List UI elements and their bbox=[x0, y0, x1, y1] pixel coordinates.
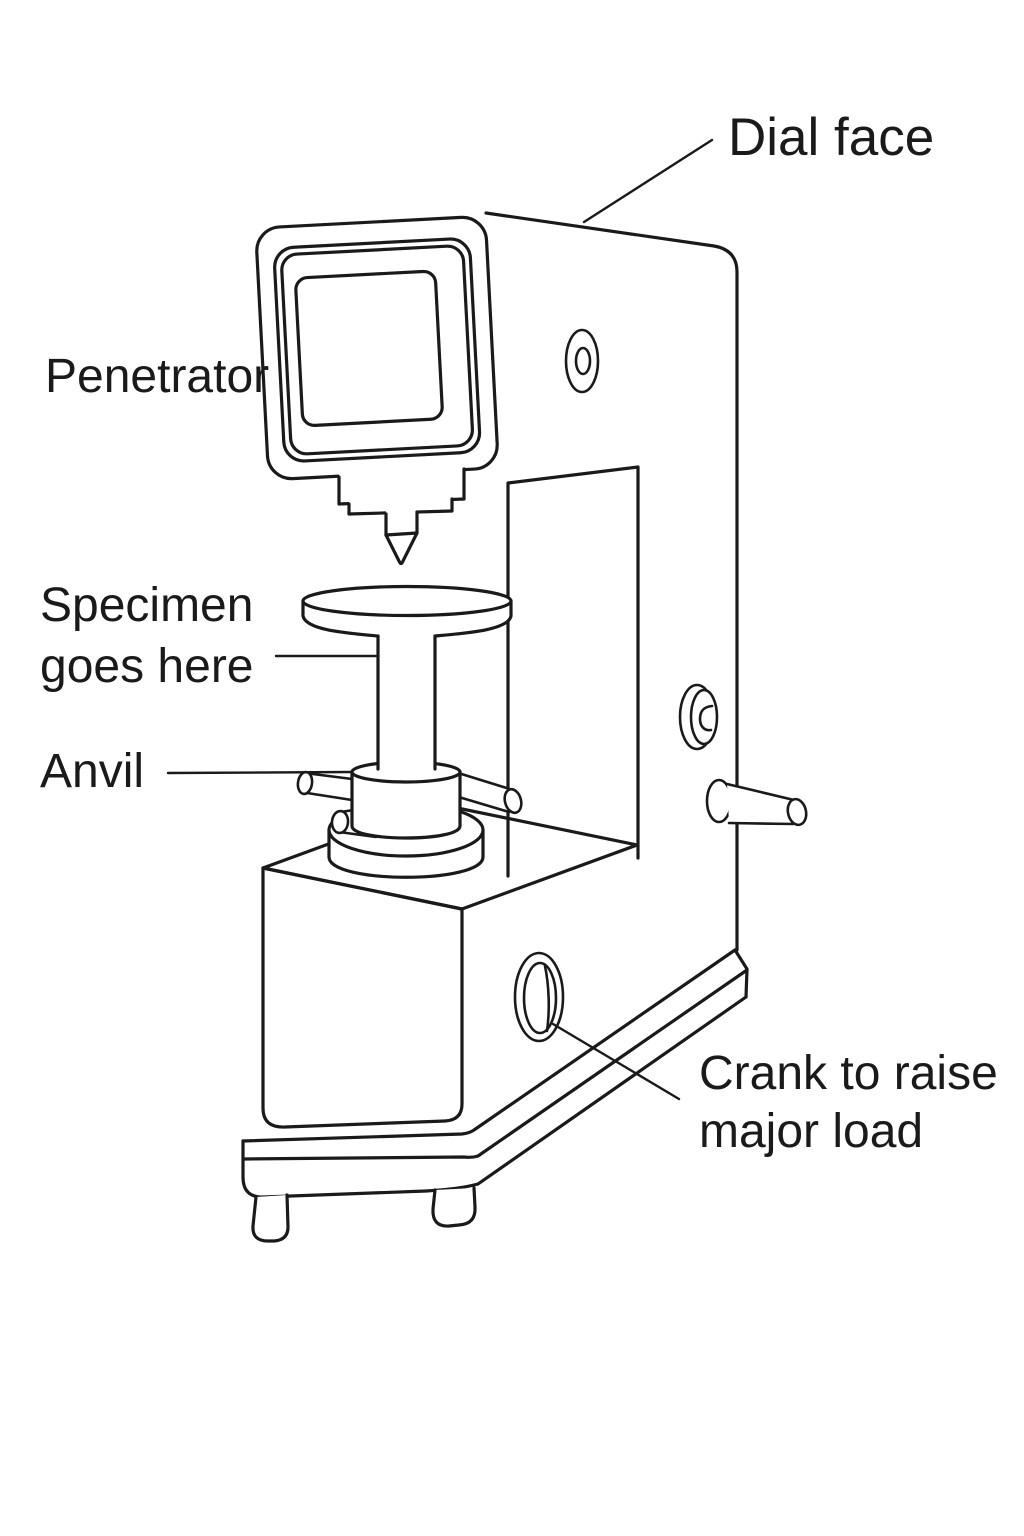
plinth-right-corner bbox=[733, 948, 749, 999]
capstan-hub bbox=[350, 770, 462, 840]
penetrator-tip bbox=[384, 531, 419, 566]
side-knob bbox=[678, 683, 719, 751]
knob-mark-icon bbox=[698, 704, 714, 732]
indicator-port bbox=[564, 328, 600, 394]
column-outline bbox=[506, 465, 640, 878]
specimen-label-line1: Specimen bbox=[40, 579, 253, 632]
dial-window bbox=[294, 269, 444, 427]
foot-front bbox=[431, 1186, 477, 1228]
plinth-bottom-edge bbox=[262, 995, 748, 1199]
anvil-disc-top bbox=[301, 584, 513, 618]
crank-label-line2: major load bbox=[699, 1105, 923, 1158]
leader-line-dial-face bbox=[582, 138, 714, 224]
base-plinth bbox=[243, 950, 747, 1198]
leader-line-anvil bbox=[166, 770, 353, 775]
base-front-left-face bbox=[263, 868, 462, 1128]
penetrator-label: Penetrator bbox=[45, 350, 269, 403]
body-outline bbox=[484, 211, 739, 952]
specimen-label-line2: goes here bbox=[40, 640, 254, 693]
machine-feet bbox=[251, 1186, 477, 1243]
foot-left bbox=[251, 1193, 290, 1243]
machine-body-right-face bbox=[486, 213, 737, 950]
capstan-handle-left bbox=[296, 770, 355, 802]
crank-port bbox=[513, 951, 565, 1043]
plinth-step-upper bbox=[241, 948, 737, 1143]
base-front-right-face bbox=[462, 845, 737, 1134]
base-front-outline bbox=[261, 866, 464, 1129]
dial-face-label: Dial face bbox=[728, 108, 934, 167]
anvil-label: Anvil bbox=[40, 745, 144, 798]
dial-face-housing bbox=[255, 215, 499, 481]
crank-label-line1: Crank to raise bbox=[699, 1047, 998, 1100]
leader-line-crank bbox=[551, 1022, 681, 1101]
specimen-platform bbox=[301, 584, 513, 771]
penetrator-assembly bbox=[337, 466, 466, 566]
machine-column bbox=[508, 467, 638, 878]
plinth-step-rim bbox=[241, 968, 749, 1161]
side-pin bbox=[705, 778, 808, 827]
